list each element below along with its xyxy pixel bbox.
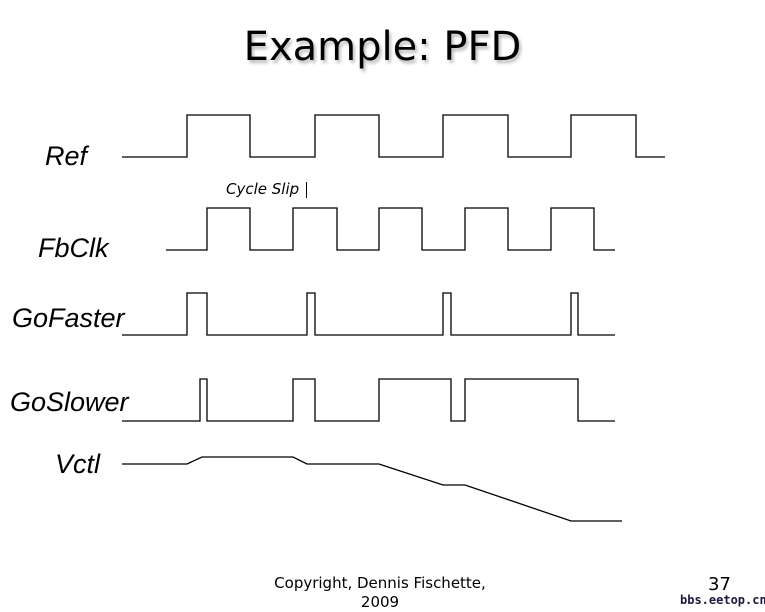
signal-label-vctl: Vctl <box>55 449 101 479</box>
copyright-year: 2009 <box>360 593 400 611</box>
watermark: bbs.eetop.cn <box>680 593 765 607</box>
cycle-slip-annotation: Cycle Slip <box>226 180 300 198</box>
slide-title: Example: PFD <box>243 24 522 70</box>
copyright-text: Copyright, Dennis Fischette, <box>274 574 486 592</box>
signal-label-goslower: GoSlower <box>10 387 129 417</box>
signal-label-fbclk: FbClk <box>38 233 109 263</box>
text-cursor <box>306 182 307 198</box>
gofaster-waveform <box>122 292 615 336</box>
signal-label-ref: Ref <box>45 141 88 171</box>
signal-label-gofaster: GoFaster <box>12 303 125 333</box>
goslower-waveform <box>122 378 615 422</box>
fbclk-waveform <box>166 207 615 251</box>
vctl-waveform <box>122 456 622 522</box>
footer-copyright: Copyright, Dennis Fischette, 2009 <box>200 574 560 612</box>
ref-waveform <box>122 114 665 158</box>
page-number: 37 <box>708 574 731 595</box>
